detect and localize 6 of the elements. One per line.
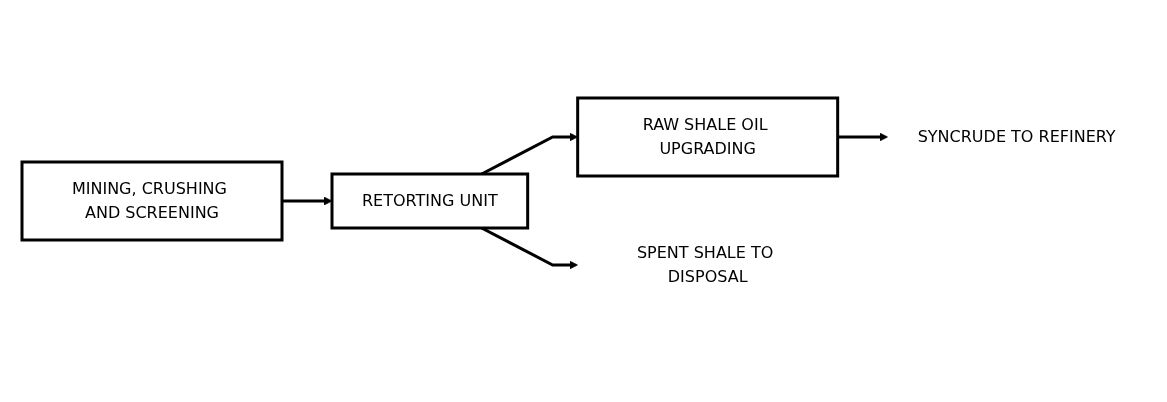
- node-text: SPENT SHALE TO DISPOSAL: [636, 243, 773, 286]
- node-box: MINING, CRUSHING AND SCREENING: [20, 160, 284, 242]
- node-box: RETORTING UNIT: [330, 172, 529, 230]
- node-box: RAW SHALE OIL UPGRADING: [575, 96, 839, 178]
- node-text: SYNCRUDE TO REFINERY: [917, 127, 1116, 146]
- arrow: [837, 132, 888, 142]
